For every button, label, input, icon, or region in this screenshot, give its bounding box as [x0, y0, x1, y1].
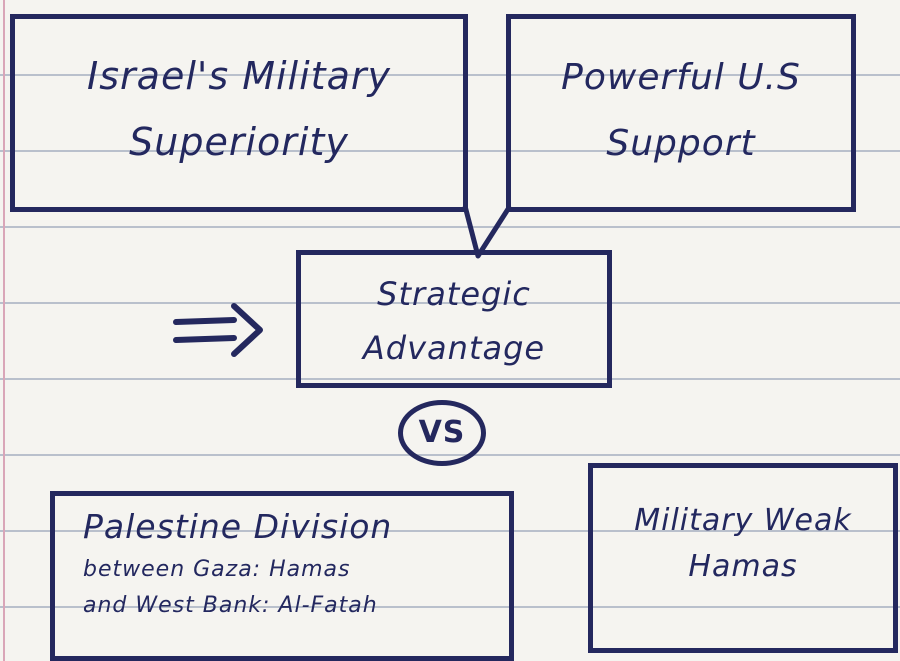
box-us-line1: Powerful U.S — [561, 57, 801, 98]
box-weak-line2: Hamas — [688, 549, 798, 584]
box-us-support: Powerful U.S Support — [506, 14, 856, 212]
box-strategic-advantage: Strategic Advantage — [296, 250, 612, 388]
box-military-weak-hamas: Military Weak Hamas — [588, 463, 898, 653]
box-weak-line1: Military Weak — [634, 503, 852, 538]
vs-badge: VS — [398, 400, 486, 466]
paper-margin-line — [3, 0, 5, 661]
implies-arrow-icon — [173, 303, 263, 357]
box-palestine-title: Palestine Division — [83, 507, 393, 546]
box-military-line1: Israel's Military — [87, 54, 391, 98]
box-palestine-line3: and West Bank: Al-Fatah — [83, 593, 378, 618]
box-strategic-line1: Strategic — [377, 275, 531, 313]
box-palestine-line2: between Gaza: Hamas — [83, 557, 351, 582]
box-us-line2: Support — [606, 123, 756, 164]
box-strategic-line2: Advantage — [362, 329, 546, 367]
box-israel-military-superiority: Israel's Military Superiority — [10, 14, 468, 212]
box-military-line2: Superiority — [129, 120, 349, 164]
box-palestine-division: Palestine Division between Gaza: Hamas a… — [50, 491, 514, 661]
merge-connector — [462, 204, 513, 259]
